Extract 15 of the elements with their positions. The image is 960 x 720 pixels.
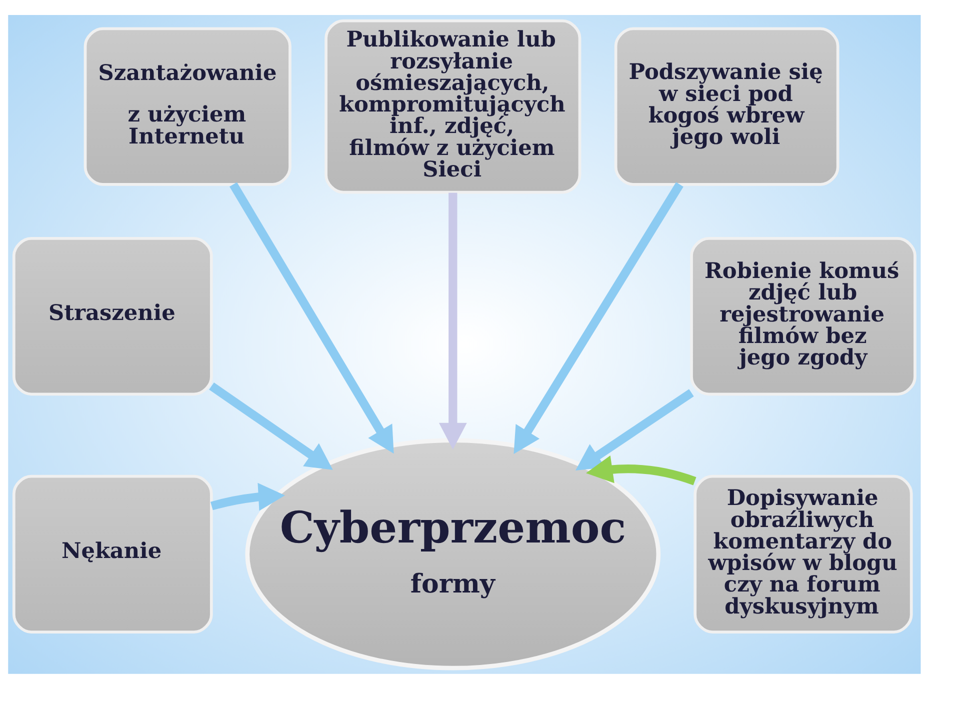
arrow: [575, 389, 694, 471]
arrow: [210, 482, 286, 511]
arrow: [586, 455, 696, 486]
arrow: [209, 382, 333, 470]
arrow: [438, 192, 467, 450]
node-box: Szantażowanie z użyciem Internetu: [84, 27, 292, 186]
node-box: Robienie komuś zdjęć lub rejestrowanie filmów bez jego zgody: [690, 237, 916, 396]
node-box: Podszywanie się w sieci pod kogoś wbrew jego woli: [614, 27, 840, 186]
node-box: Nękanie: [12, 474, 213, 634]
node-box: Publikowanie lub rozsyłanie ośmieszających, kompromitujących inf., zdjęć, filmów z użyciem Sieci: [324, 19, 582, 194]
node-ellipse: Cyberprzemoc formy: [245, 438, 661, 670]
node-box: Dopisywanie obraźliwych komentarzy do wpisów w blogu czy na forum dyskusyjnym: [694, 474, 913, 634]
arrow: [514, 182, 684, 454]
arrow: [230, 182, 394, 454]
node-box: Straszenie: [12, 237, 213, 396]
